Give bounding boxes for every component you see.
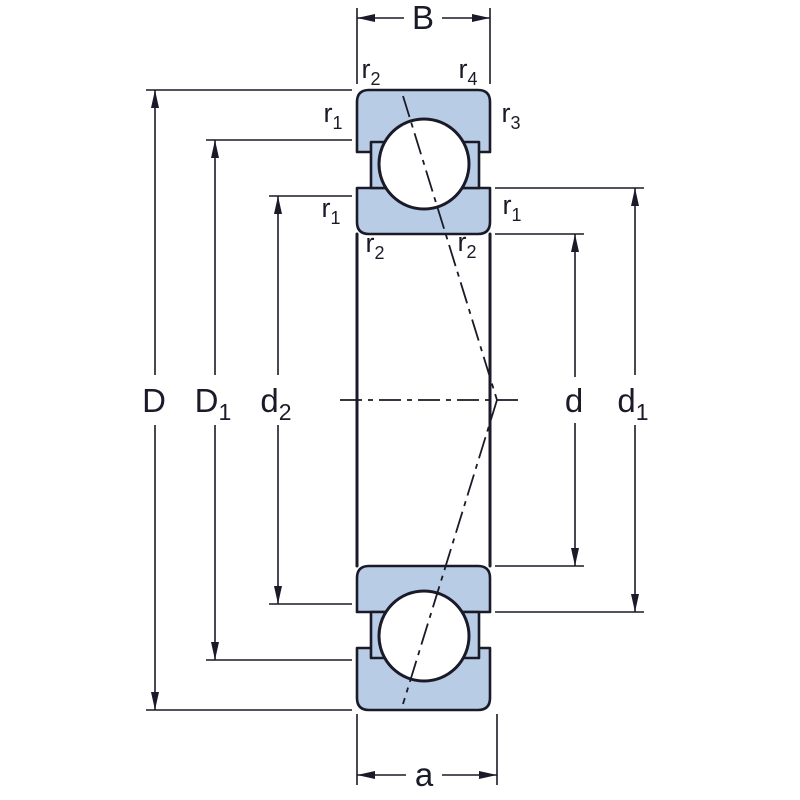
- label-d2: d2: [260, 382, 291, 425]
- label-r1-outer-left: r1: [323, 98, 342, 133]
- dimension-d: d: [495, 233, 594, 567]
- label-gap: [556, 377, 594, 423]
- label-gap: [406, 760, 442, 788]
- label-gap: [608, 375, 660, 425]
- contact-line-lower: [402, 399, 498, 705]
- label-B: B: [412, 0, 434, 36]
- center-lines: [340, 95, 523, 705]
- label-r2-inner-left: r2: [365, 228, 384, 263]
- label-gap: [253, 375, 301, 425]
- label-D: D: [142, 382, 166, 419]
- label-r2-inner-right: r2: [457, 227, 476, 262]
- label-r4-top-right: r4: [458, 54, 477, 89]
- label-r2-top-left: r2: [361, 54, 380, 89]
- label-gap: [404, 4, 442, 32]
- bearing-section-top: [355, 88, 492, 236]
- dimension-d2: d2: [253, 195, 352, 605]
- dimension-D: D: [133, 89, 352, 711]
- label-d1: d1: [617, 382, 648, 425]
- dimension-D1: D1: [187, 139, 352, 661]
- inner-ring-top: [355, 186, 492, 236]
- label-gap: [133, 375, 177, 425]
- dimension-a: a: [356, 714, 498, 793]
- inner-ring-bottom: [355, 564, 492, 614]
- label-a: a: [415, 756, 434, 793]
- contact-line-upper: [402, 95, 498, 401]
- label-r1-inner-left: r1: [321, 193, 340, 228]
- label-gap: [187, 375, 239, 425]
- dimension-B: B: [356, 0, 491, 84]
- label-r1-inner-right: r1: [502, 190, 521, 225]
- label-d: d: [565, 382, 583, 419]
- label-r3-outer-right: r3: [501, 98, 520, 133]
- dimension-d1: d1: [495, 187, 660, 613]
- label-D1: D1: [195, 382, 232, 425]
- bearing-section-bottom: [355, 564, 492, 712]
- corner-radius-labels: r2 r4 r1 r3 r1 r1 r2 r2: [321, 54, 521, 263]
